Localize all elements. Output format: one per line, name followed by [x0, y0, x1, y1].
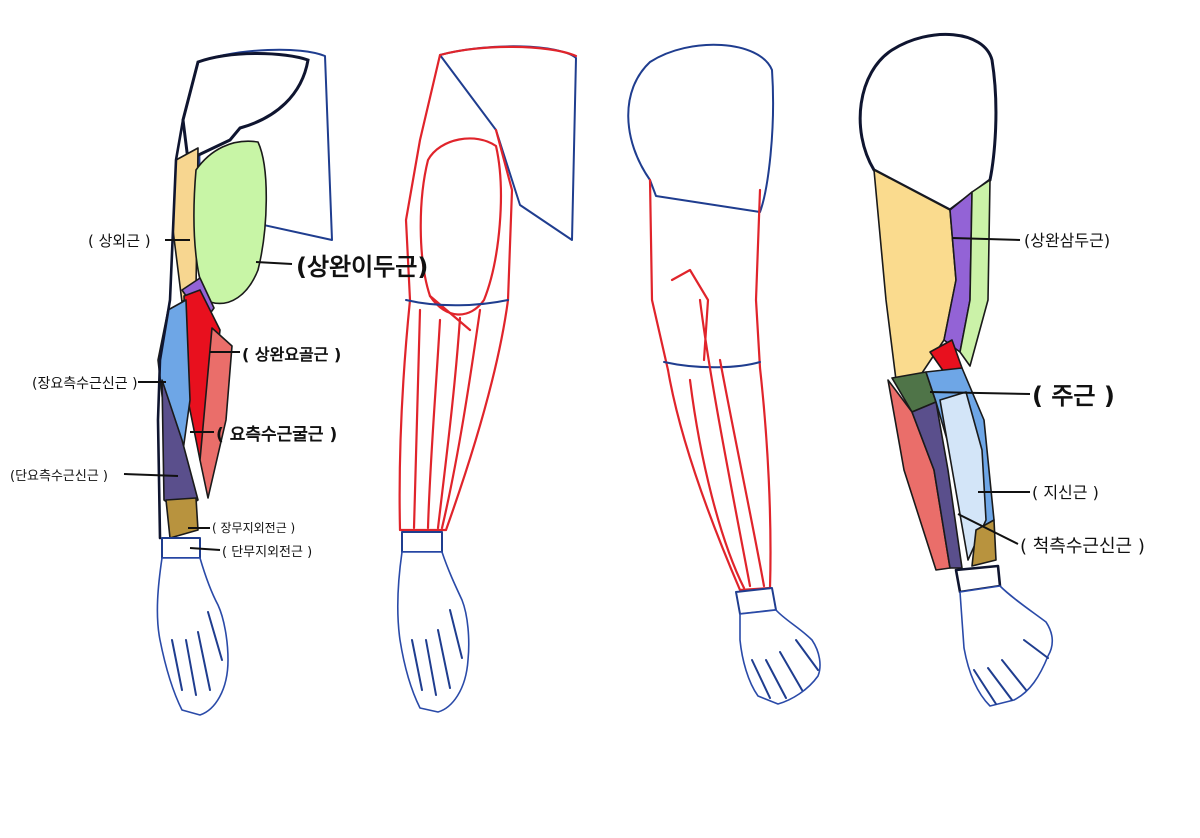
- forearm-outline-3: [666, 366, 772, 592]
- label-ecu: ( 척측수근신근 ): [1020, 536, 1145, 557]
- label-digitorum: ( 지신근 ): [1032, 483, 1099, 502]
- label-biceps: (상완이두근): [296, 253, 428, 281]
- forearm-muscles-2: [412, 294, 482, 530]
- shoulder-outline-2: [439, 45, 577, 241]
- arm-figure-red-sketch: [397, 45, 578, 713]
- label-fcr: ( 요측수근굴근 ): [216, 425, 337, 445]
- apl-muscle: [165, 497, 199, 539]
- apl-muscle-back: [971, 519, 997, 567]
- label-triceps: (상완삼두근): [1024, 231, 1110, 250]
- arm-figure-colored-front: [156, 48, 333, 716]
- label-anconeus: ( 주근 ): [1032, 382, 1115, 410]
- hand-1-fingers: [171, 611, 223, 696]
- elbow-line-2: [405, 299, 509, 307]
- fcr-muscle: [199, 327, 233, 499]
- label-brachioradialis: ( 상완요골근 ): [242, 345, 341, 364]
- upper-arm-outline-2: [404, 45, 578, 302]
- shoulder-outline-3: [627, 43, 775, 213]
- label-ecrb: (단요측수근신근 ): [10, 469, 108, 484]
- hand-1: [156, 557, 229, 716]
- hand-4-fingers: [973, 639, 1049, 705]
- elbow-line-3: [663, 361, 761, 369]
- shoulder-outline-4: [858, 32, 998, 212]
- forearm-outline-2: [398, 298, 510, 532]
- label-epb: ( 단무지외전근 ): [222, 545, 312, 560]
- arm-figure-colored-back: [858, 32, 1054, 707]
- biceps-muscle: [193, 140, 268, 305]
- forearm-outline-1: [156, 118, 185, 540]
- arm-figure-back-sketch: [627, 43, 821, 705]
- hand-4: [959, 585, 1054, 707]
- lightgreen-muscle-4: [959, 179, 991, 367]
- upper-arm-outline-3: [648, 178, 762, 372]
- leader-lines: [123, 237, 1031, 551]
- label-ecrl: (장요측수근신근 ): [32, 376, 138, 392]
- wrist-cuff-2: [401, 531, 443, 553]
- hand-2: [397, 551, 470, 713]
- hand-2-fingers: [411, 609, 463, 696]
- muscle-labels: ( 상외근 ) (상완이두근) ( 상완요골근 ) (장요측수근신근 ) ( 요…: [10, 231, 1145, 560]
- hand-3: [739, 609, 821, 705]
- hand-3-fingers: [751, 639, 819, 699]
- label-apl: ( 장무지외전근 ): [212, 521, 295, 535]
- upper-arm-outline-1: [181, 52, 310, 163]
- biceps-sketch-2: [419, 137, 502, 316]
- label-brachialis: ( 상외근 ): [88, 232, 151, 250]
- forearm-muscles-3: [670, 268, 766, 590]
